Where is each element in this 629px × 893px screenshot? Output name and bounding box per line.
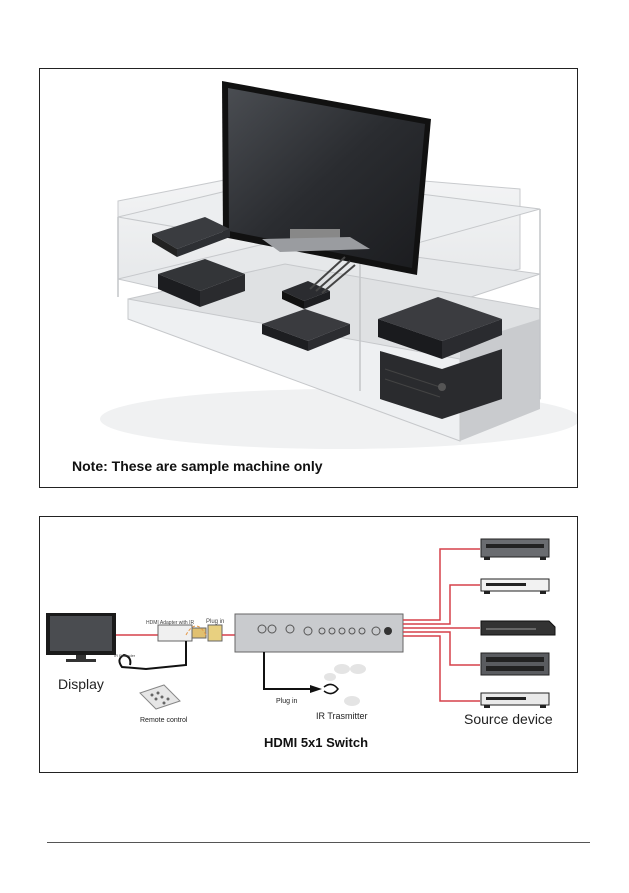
display-monitor-icon [46, 613, 116, 662]
tv-stand-scene [100, 81, 580, 449]
hdmi-adapter-icon [157, 624, 223, 642]
source-device-5-icon [480, 692, 550, 708]
ir-extender-label: IR Extender [114, 653, 136, 658]
remote-control-label: Remote control [140, 717, 188, 724]
display-label: Display [58, 676, 104, 692]
source-device-1-icon [480, 538, 550, 560]
source-device-3-icon [480, 620, 556, 636]
connection-diagram-frame: HDMI Adapter with IR Plug in IR Extender… [39, 516, 578, 773]
connection-diagram: HDMI Adapter with IR Plug in IR Extender… [46, 538, 556, 750]
source-device-label: Source device [464, 711, 553, 727]
plug-in-bottom-label: Plug in [276, 698, 298, 705]
remote-control-icon [139, 684, 181, 710]
diagram-title: HDMI 5x1 Switch [264, 735, 368, 750]
source-device-4-icon [480, 652, 550, 676]
adapter-label: HDMI Adapter with IR [146, 620, 194, 626]
source-cables [403, 548, 480, 702]
source-device-2-icon [480, 578, 550, 594]
tv-stand-illustration-frame: Note: These are sample machine only [39, 68, 580, 488]
plug-in-top-label: Plug in [206, 619, 224, 625]
ir-transmitter-label: IR Trasmitter [316, 711, 368, 721]
hdmi-switch-icon [234, 613, 404, 653]
footer-divider [47, 842, 590, 843]
note-text: Note: These are sample machine only [72, 458, 323, 474]
ir-signal-icon [324, 664, 366, 706]
